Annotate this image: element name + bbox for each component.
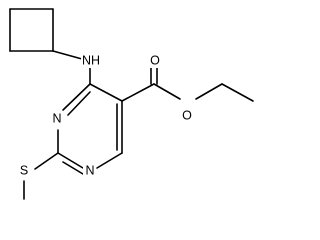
bond-oester-ch2 [195,83,223,100]
atom-n-upper: N [52,111,61,125]
atom-o-carbonyl: O [150,53,160,67]
nh-label-bg [81,53,101,68]
n-upper-label-bg [51,111,64,126]
bond-cyclobutyl-nh [52,50,83,60]
atom-o-ester: O [182,108,192,122]
atom-n-lower: N [85,163,94,177]
bond-c2-s [34,152,59,170]
o-ester-label-bg [181,108,194,123]
atom-nh: NH [82,53,100,67]
n-lower-label-bg [83,163,96,178]
bond-n1-c2 [57,152,84,169]
bond-n3-c4-inner [67,91,91,116]
molecule-svg: NH N N O O S [9,8,254,200]
bond-carbonyl-c-oester [153,83,181,100]
bond-n1-c2-inner [62,161,84,175]
s-label-bg [18,163,31,178]
bond-c5-carbonyl-c [121,83,155,102]
bond-c6-n1 [96,152,123,169]
bond-c4-c5 [89,83,123,102]
o-carbonyl-label-bg [148,53,161,68]
atom-s: S [20,163,28,177]
bond-n3-c4 [62,83,91,111]
structure-diagram: NH N N O O S [9,8,254,200]
bond-ch2-ch3 [221,83,254,102]
